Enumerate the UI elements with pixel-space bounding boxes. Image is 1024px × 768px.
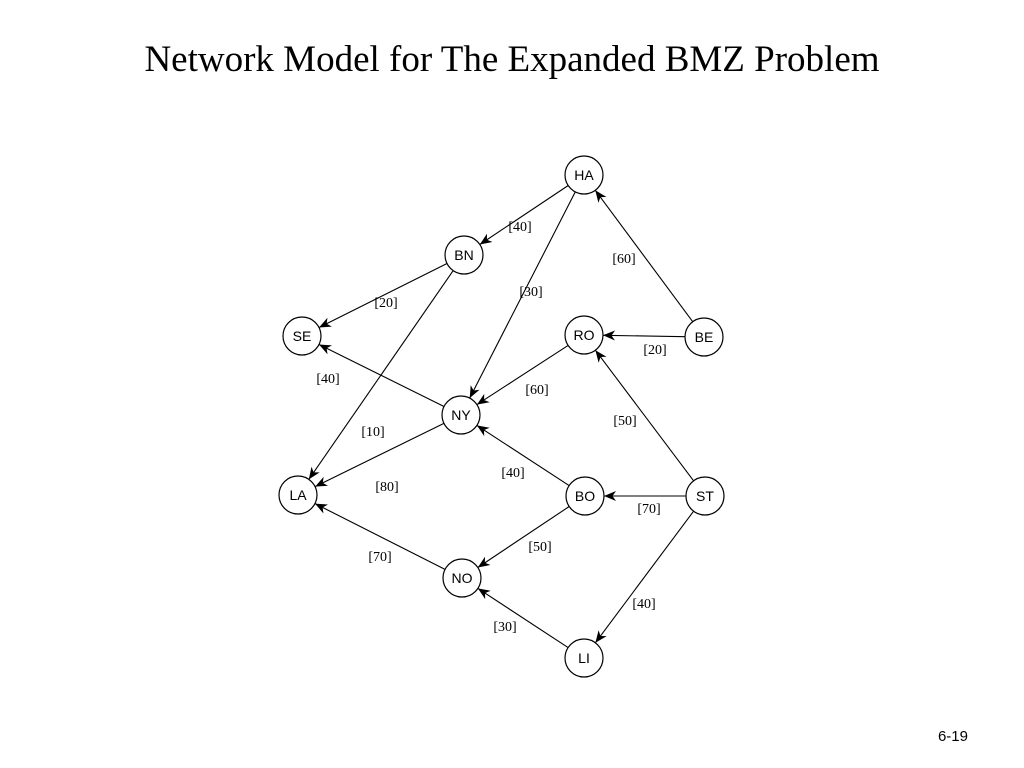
edge-label-bo-ny: [40]: [501, 466, 524, 481]
node-circle-li: [564, 638, 604, 678]
node-be: BE: [684, 317, 724, 357]
edge-bo-ny: [476, 424, 570, 487]
edge-ha-ny: [469, 191, 576, 399]
edge-label-ro-ny: [60]: [525, 383, 548, 398]
node-circle-bn: [444, 235, 484, 275]
node-circle-be: [684, 317, 724, 357]
edge-label-ny-la: [80]: [375, 480, 398, 495]
edge-label-st-bo: [70]: [637, 502, 660, 517]
node-label-no: NO: [452, 570, 473, 586]
edge-label-bo-no: [50]: [528, 540, 551, 555]
edge-label-st-ro: [50]: [613, 414, 636, 429]
node-circle-bo: [565, 476, 605, 516]
node-label-ro: RO: [574, 327, 595, 343]
edge-label-li-no: [30]: [493, 620, 516, 635]
edge-bo-no: [477, 506, 570, 568]
edge-no-la: [314, 503, 446, 570]
node-circle-la: [278, 475, 318, 515]
edge-st-ro: [594, 349, 695, 482]
node-label-be: BE: [695, 329, 714, 345]
edge-ny-se: [318, 344, 445, 407]
edges-layer: [40] [30] [60] [20] [10] [20] [40] [60] [50] [80]…: [308, 185, 695, 649]
edge-li-no: [477, 587, 569, 649]
node-label-bn: BN: [454, 247, 473, 263]
edge-label-no-la: [70]: [368, 550, 391, 565]
page-title: Network Model for The Expanded BMZ Probl…: [144, 39, 880, 80]
edge-label-ha-bn: [40]: [508, 220, 531, 235]
node-la: LA: [278, 475, 318, 515]
edge-label-bn-la: [10]: [361, 425, 384, 440]
edge-label-ha-ny: [30]: [519, 285, 542, 300]
node-label-li: LI: [578, 650, 590, 666]
edge-label-st-li: [40]: [632, 597, 655, 612]
node-label-se: SE: [293, 328, 312, 344]
node-circle-st: [685, 476, 725, 516]
node-bo: BO: [565, 476, 605, 516]
node-ro: RO: [564, 315, 604, 355]
edge-label-bn-se: [20]: [374, 296, 397, 311]
node-circle-ny: [441, 395, 481, 435]
nodes-layer: HA BN SE RO BE NY LA BO ST NO LI: [278, 155, 725, 678]
node-li: LI: [564, 638, 604, 678]
edge-be-ha: [594, 189, 694, 323]
edge-ro-ny: [476, 344, 569, 406]
node-no: NO: [442, 558, 482, 598]
page-number: 6-19: [937, 728, 968, 745]
node-bn: BN: [444, 235, 484, 275]
edge-st-li: [594, 510, 695, 644]
edge-label-ny-se: [40]: [316, 372, 339, 387]
edge-ha-bn: [479, 185, 569, 245]
node-circle-se: [282, 316, 322, 356]
node-label-bo: BO: [575, 488, 595, 504]
node-st: ST: [685, 476, 725, 516]
edge-bn-se: [318, 263, 448, 328]
node-ny: NY: [441, 395, 481, 435]
node-se: SE: [282, 316, 322, 356]
node-label-ny: NY: [451, 407, 471, 423]
edge-label-be-ro: [20]: [643, 343, 666, 358]
edge-ny-la: [314, 422, 445, 488]
node-circle-ha: [564, 155, 604, 195]
node-label-st: ST: [696, 488, 714, 504]
node-ha: HA: [564, 155, 604, 195]
node-circle-ro: [564, 315, 604, 355]
edge-be-ro: [602, 330, 686, 341]
node-label-la: LA: [289, 487, 307, 503]
edge-label-be-ha: [60]: [612, 252, 635, 267]
node-label-ha: HA: [574, 167, 594, 183]
node-circle-no: [442, 558, 482, 598]
